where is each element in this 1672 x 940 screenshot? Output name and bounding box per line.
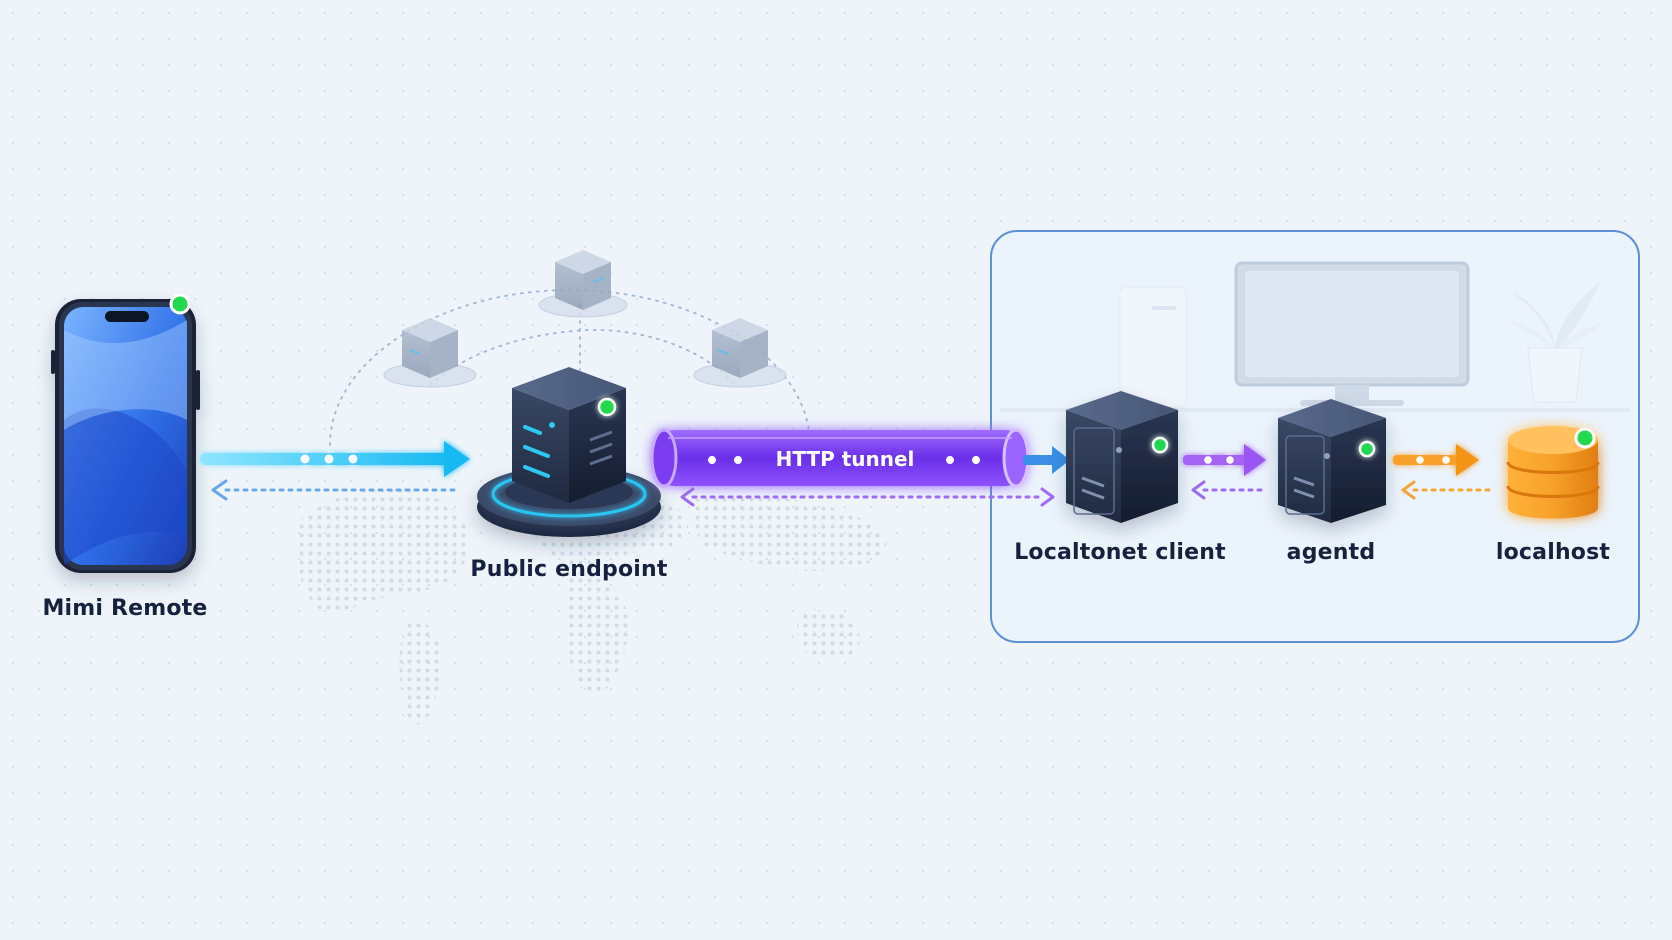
arrow-tunnel-to-client: [1023, 446, 1070, 474]
endpoint-label: Public endpoint: [470, 557, 668, 582]
localhost-label: localhost: [1495, 540, 1611, 565]
arrow-agentd-to-client: [1191, 480, 1264, 500]
client-server-icon: [1066, 391, 1178, 523]
agentd-server-icon: [1278, 399, 1386, 523]
database-icon: [1506, 426, 1600, 519]
arrow-localhost-to-agentd: [1401, 480, 1492, 500]
localhost-status-dot: [1574, 427, 1596, 449]
client-label: Localtonet client: [1014, 540, 1226, 565]
arrow-client-to-agentd: [1183, 444, 1266, 476]
arrow-client-to-endpoint: [680, 487, 1055, 507]
tower-pc-icon: [1119, 286, 1187, 408]
tunnel-label: HTTP tunnel: [775, 447, 915, 471]
arrow-agentd-to-localhost: [1393, 444, 1479, 476]
phone-icon: [51, 299, 200, 573]
server-icon: [512, 367, 626, 503]
ghost-server-left: [383, 318, 477, 388]
agentd-label: agentd: [1286, 540, 1376, 565]
endpoint-status-dot: [597, 397, 617, 417]
plant-icon: [1508, 282, 1605, 403]
ghost-server-top: [538, 250, 628, 318]
client-status-dot: [1151, 436, 1169, 454]
http-tunnel: [650, 428, 1030, 488]
agentd-status-dot: [1358, 440, 1376, 458]
ghost-server-right: [693, 318, 787, 388]
phone-label: Mimi Remote: [42, 596, 208, 621]
phone-status-dot: [169, 293, 191, 315]
arrow-phone-to-endpoint: [200, 441, 470, 477]
arrow-endpoint-to-phone: [211, 479, 462, 501]
monitor-icon: [1234, 261, 1470, 406]
